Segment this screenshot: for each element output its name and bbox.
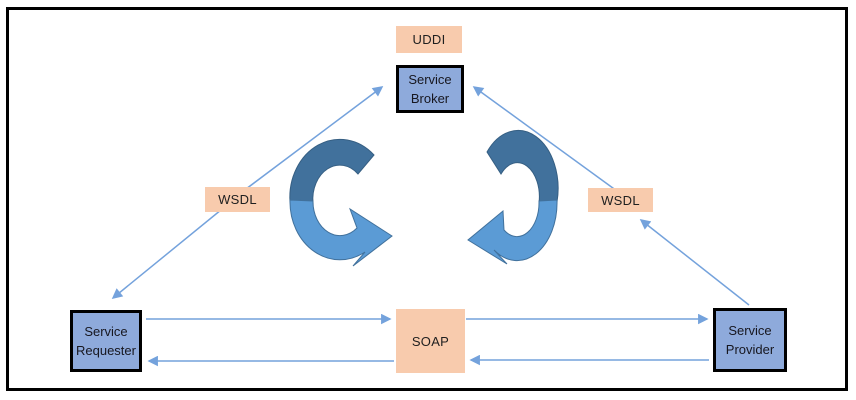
outer-border: [6, 7, 848, 391]
wsdl-right-label: WSDL: [601, 192, 640, 208]
service-provider-label-line2: Provider: [725, 342, 775, 357]
curved-arrow-left: [289, 138, 393, 267]
soap-tag: SOAP: [396, 309, 465, 373]
wsdl-left-label: WSDL: [218, 192, 257, 207]
wsdl-right-tag: WSDL: [588, 188, 653, 212]
curved-arrow-right-dark-band: [486, 129, 559, 204]
service-broker-label-line2: Broker: [410, 91, 450, 106]
curved-arrow-right: [467, 129, 559, 265]
edge-wsdl-to-broker: [472, 86, 629, 200]
uddi-tag: UDDI: [396, 26, 462, 53]
edge-provider-to-wsdl: [639, 219, 750, 306]
edge-requester-to-broker: [229, 86, 384, 202]
curved-arrow-left-dark-band: [289, 138, 375, 204]
service-broker-node: Service Broker: [396, 65, 464, 113]
uddi-label: UDDI: [412, 32, 446, 47]
service-requester-label-line1: Service: [84, 324, 128, 339]
service-requester-label-line2: Requester: [76, 343, 136, 358]
service-provider-node: Service Provider: [713, 308, 787, 372]
curved-arrow-right-light-band: [467, 199, 558, 265]
service-provider-label-line1: Service: [728, 323, 772, 338]
wsdl-left-tag: WSDL: [205, 187, 270, 212]
service-broker-label-line1: Service: [408, 72, 452, 87]
curved-arrow-left-light-band: [289, 199, 393, 267]
service-requester-node: Service Requester: [70, 310, 142, 372]
soap-label: SOAP: [411, 333, 450, 349]
